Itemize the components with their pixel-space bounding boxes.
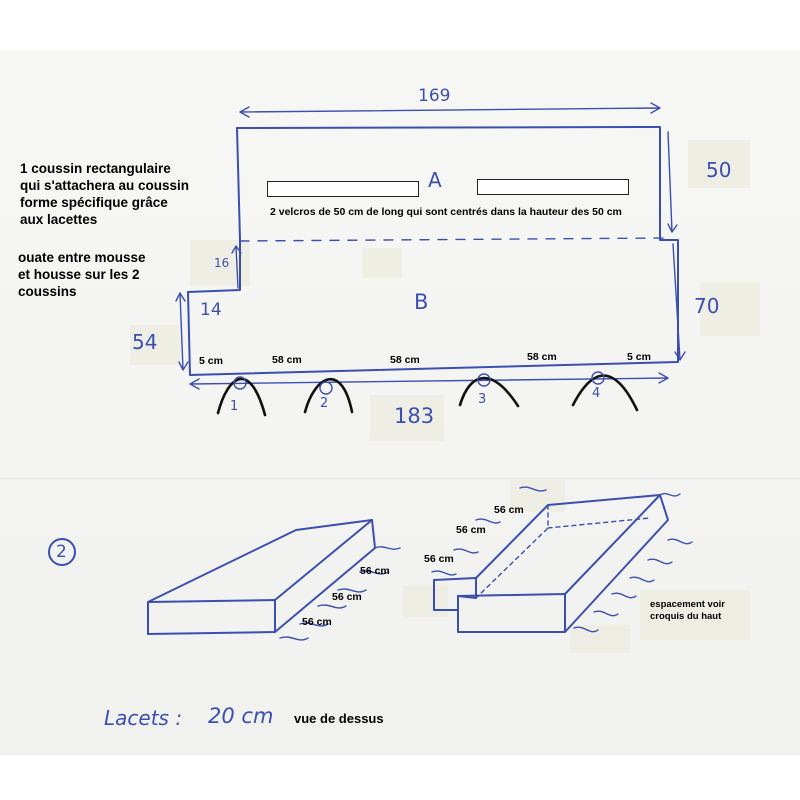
spacing-58cm-3: 58 cm bbox=[527, 351, 557, 363]
dim-left-outer-54: 54 bbox=[132, 330, 158, 354]
spacing-left-5cm: 5 cm bbox=[199, 355, 223, 367]
right-block-label-3: 56 cm bbox=[424, 553, 454, 565]
dim-right-upper-50: 50 bbox=[706, 158, 732, 182]
tape-piece bbox=[640, 590, 750, 640]
lace-loops bbox=[233, 371, 605, 395]
note-line: coussins bbox=[18, 284, 77, 299]
spacing-note-line: espacement voir bbox=[650, 599, 725, 610]
tape-piece bbox=[510, 480, 565, 512]
tape-piece bbox=[362, 248, 402, 278]
lace-number-1: 1 bbox=[230, 399, 239, 414]
lacets-value: 20 cm bbox=[208, 704, 274, 728]
left-block-label-3: 56 cm bbox=[302, 616, 332, 628]
lace-strings bbox=[216, 374, 639, 417]
note-line: aux lacettes bbox=[20, 212, 98, 227]
note-line: 1 coussin rectangulaire bbox=[20, 161, 171, 176]
tape-piece bbox=[570, 625, 630, 653]
lace-number-4: 4 bbox=[592, 386, 601, 401]
left-block-sketch bbox=[147, 519, 401, 641]
lace-number-3: 3 bbox=[478, 392, 487, 407]
tape-piece bbox=[370, 395, 444, 441]
note-rectangular-cushion: 1 coussin rectangulaire qui s'attachera … bbox=[20, 160, 189, 228]
cushion-outline bbox=[187, 126, 679, 376]
label-b: B bbox=[414, 290, 429, 314]
note-line: forme spécifique grâce bbox=[20, 195, 168, 210]
dim-step-height-16: 16 bbox=[214, 256, 230, 270]
label-a: A bbox=[428, 168, 442, 192]
right-block-label-2: 56 cm bbox=[456, 524, 486, 536]
lacets-label: Lacets : bbox=[104, 706, 183, 730]
spacing-right-5cm: 5 cm bbox=[627, 351, 651, 363]
circle-number-ring bbox=[48, 538, 76, 566]
dimension-lines bbox=[175, 102, 686, 390]
note-ouate: ouate entre mousse et housse sur les 2 c… bbox=[18, 249, 146, 300]
spacing-58cm-1: 58 cm bbox=[272, 354, 302, 366]
tape-piece bbox=[403, 585, 448, 617]
right-block-label-1: 56 cm bbox=[494, 504, 524, 516]
velcro-strip-right bbox=[477, 179, 629, 195]
note-line: et housse sur les 2 bbox=[18, 267, 140, 282]
paper-fold bbox=[0, 478, 800, 481]
left-block-label-1: 56 cm bbox=[360, 565, 390, 577]
dim-step-width-14: 14 bbox=[200, 300, 222, 320]
note-line: qui s'attachera au coussin bbox=[20, 178, 190, 193]
lace-number-2: 2 bbox=[320, 396, 329, 411]
dim-right-lower-70: 70 bbox=[694, 294, 720, 318]
circled-number-2: 2 bbox=[56, 542, 67, 562]
right-block-sketch bbox=[431, 486, 693, 633]
dim-bottom-183: 183 bbox=[394, 404, 435, 428]
tape-piece bbox=[688, 140, 750, 188]
note-line: ouate entre mousse bbox=[18, 250, 146, 265]
left-block-label-2: 56 cm bbox=[332, 591, 362, 603]
velcro-strip-left bbox=[267, 181, 419, 197]
dim-top-169: 169 bbox=[418, 86, 451, 106]
tape-piece bbox=[130, 325, 180, 365]
velcro-note: 2 velcros de 50 cm de long qui sont cent… bbox=[270, 206, 622, 218]
view-label: vue de dessus bbox=[294, 711, 384, 726]
spacing-note-line: croquis du haut bbox=[650, 611, 722, 622]
spacing-58cm-2: 58 cm bbox=[390, 354, 420, 366]
spacing-note: espacement voir croquis du haut bbox=[650, 599, 725, 623]
tape-piece bbox=[700, 282, 760, 336]
